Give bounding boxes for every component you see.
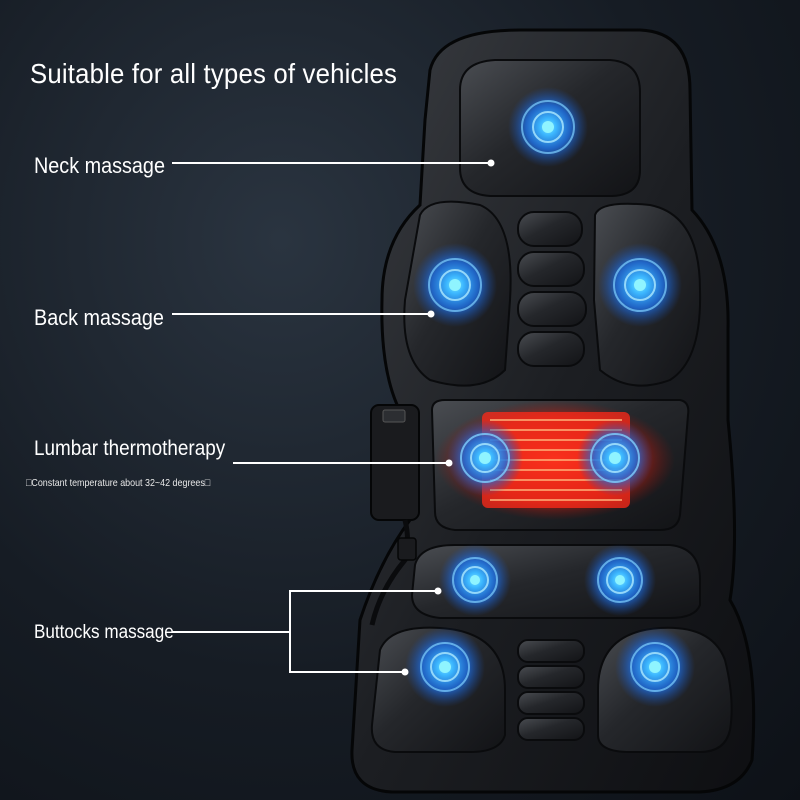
lumbar-temperature-note: □Constant temperature about 32~42 degree… <box>26 477 211 489</box>
neck-massage-label: Neck massage <box>34 153 165 178</box>
buttocks-massage-node-lower-left <box>405 627 485 707</box>
buttocks-massage-node-lower-right <box>615 627 695 707</box>
buttocks-massage-node-upper-left <box>439 544 511 616</box>
back-massage-label: Back massage <box>34 305 164 330</box>
massage-nodes <box>405 87 695 707</box>
back-massage-node-left <box>413 243 497 327</box>
headline-title: Suitable for all types of vehicles <box>30 58 398 89</box>
callout-lines <box>172 162 490 673</box>
buttocks-callout-bracket <box>289 590 437 673</box>
back-massage-node-right <box>598 243 682 327</box>
lumbar-massage-node-right <box>577 420 653 496</box>
buttocks-massage-label: Buttocks massage <box>34 622 174 643</box>
lumbar-massage-node-left <box>447 420 523 496</box>
neck-massage-node <box>508 87 588 167</box>
lumbar-thermotherapy-label: Lumbar thermotherapy <box>34 437 226 460</box>
buttocks-massage-node-upper-right <box>584 544 656 616</box>
